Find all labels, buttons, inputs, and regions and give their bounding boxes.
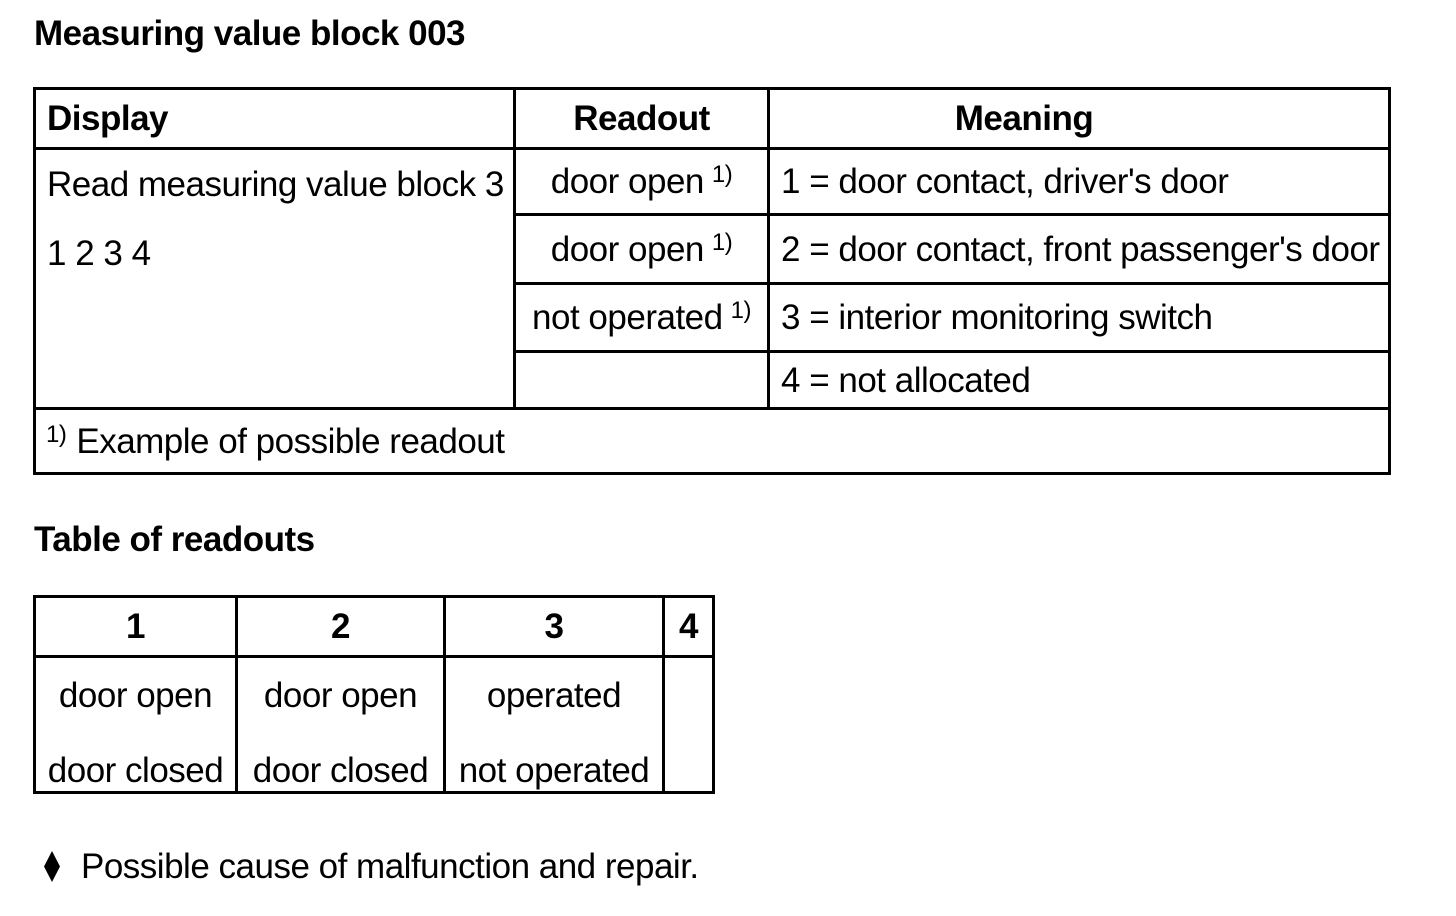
readout-value: door open <box>550 229 705 269</box>
readout-state: not operated <box>458 751 650 790</box>
readouts-column-header-4: 4 <box>662 595 715 658</box>
footnote-text: Example of possible readout <box>76 421 505 461</box>
readout-state: door closed <box>47 751 224 790</box>
measuring-value-table: Display Readout Meaning Read measuring v… <box>33 87 1391 475</box>
display-fields: 1 2 3 4 <box>47 234 151 273</box>
footnote-marker: 1) <box>730 297 752 324</box>
readout-state: door closed <box>252 751 429 790</box>
footnote-marker: 1) <box>711 161 733 188</box>
column-header-meaning: Meaning <box>767 87 1391 150</box>
readouts-header-row: 1 2 3 4 <box>33 595 715 658</box>
meaning-cell-4: 4 = not allocated <box>767 350 1391 410</box>
display-cell: Read measuring value block 3 1 2 3 4 <box>33 147 516 410</box>
readouts-column-header-3: 3 <box>443 595 665 658</box>
readout-value: door open <box>550 162 705 201</box>
readout-cell-4 <box>513 350 770 410</box>
readouts-table: 1 2 3 4 door open door closed door open … <box>33 595 715 794</box>
readout-state: door open <box>58 676 213 715</box>
readouts-cell-1: door open door closed <box>33 655 238 794</box>
readouts-column-header-2: 2 <box>235 595 446 658</box>
readouts-body-row: door open door closed door open door clo… <box>33 655 715 794</box>
table-row: not operated 1) 3 = interior monitoring s… <box>35 282 1391 353</box>
readouts-column-header-1: 1 <box>33 595 238 658</box>
readouts-cell-2: door open door closed <box>235 655 446 794</box>
display-instruction: Read measuring value block 3 <box>47 165 504 204</box>
footnote-cell: 1) Example of possible readout <box>33 407 1391 475</box>
readout-state: door open <box>263 676 418 715</box>
column-header-readout: Readout <box>513 87 770 150</box>
readout-state: operated <box>486 676 622 715</box>
meaning-cell-1: 1 = door contact, driver's door <box>767 147 1391 216</box>
meaning-cell-2: 2 = door contact, front passenger's door <box>767 213 1391 285</box>
readout-value: not operated <box>532 298 723 337</box>
table-header-row: Display Readout Meaning <box>33 87 1391 150</box>
table-row: Read measuring value block 3 1 2 3 4 doo… <box>33 147 1391 410</box>
diamond-bullet-icon <box>44 851 60 882</box>
malfunction-note-text: Possible cause of malfunction and repair… <box>81 847 699 886</box>
table-row: 4 = not allocated <box>35 350 1391 410</box>
malfunction-note: Possible cause of malfunction and repair… <box>44 846 699 887</box>
readout-cell-3: not operated 1) <box>513 282 770 353</box>
footnote-row: 1) Example of possible readout <box>33 407 1391 475</box>
meaning-cell-3: 3 = interior monitoring switch <box>767 282 1391 353</box>
page-title: Measuring value block 003 <box>34 14 466 53</box>
section-heading-table-of-readouts: Table of readouts <box>34 520 315 559</box>
readouts-cell-4 <box>662 655 715 794</box>
footnote-marker: 1) <box>711 228 733 256</box>
readouts-cell-3: operated not operated <box>443 655 665 794</box>
footnote-marker: 1) <box>46 420 67 448</box>
column-header-display: Display <box>33 87 516 150</box>
